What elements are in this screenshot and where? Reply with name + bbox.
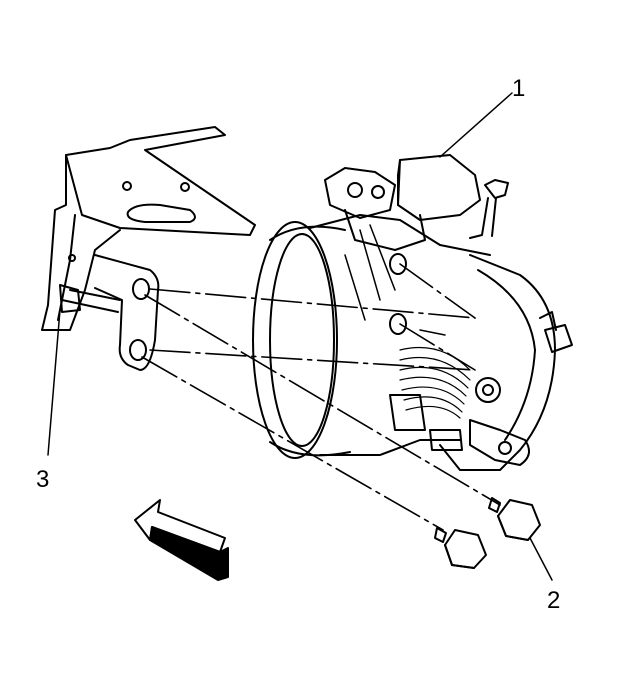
- connector-pin-2: [371, 185, 385, 199]
- align-line-bolt-left: [141, 356, 444, 531]
- sensor-housing-face: [397, 159, 401, 206]
- bolt-left: [434, 527, 487, 569]
- align-line-upper-b: [399, 263, 476, 319]
- bracket: [41, 126, 256, 371]
- callout-1-label: 1: [512, 75, 525, 102]
- flange-inner: [477, 269, 536, 441]
- bolt-left-flange: [444, 544, 475, 569]
- bracket-vertical-leg: [41, 154, 121, 331]
- lever-hole: [498, 441, 512, 455]
- leader-3: [47, 309, 61, 456]
- body-flange: [439, 254, 556, 471]
- bracket-hole-lower: [129, 339, 147, 361]
- sensor-connector: [324, 167, 396, 219]
- leader-1: [439, 92, 513, 158]
- bracket-foot-plate: [94, 254, 160, 371]
- align-line-lower-a: [149, 349, 476, 371]
- bracket-slot: [126, 203, 196, 223]
- vacuum-nipple: [469, 179, 509, 239]
- body-hole-middle: [389, 313, 407, 335]
- bracket-tab: [59, 284, 81, 313]
- body-hole-upper: [389, 253, 407, 275]
- connector-pin: [347, 182, 363, 198]
- throttle-shaft-center: [482, 384, 494, 396]
- inlet-ring-inner: [269, 233, 335, 447]
- alignment-lines: [141, 263, 501, 531]
- sensor-housing: [397, 154, 481, 221]
- bolt-right: [488, 497, 541, 541]
- leader-2: [529, 537, 553, 581]
- bolt-right-flange: [497, 515, 529, 541]
- align-line-bolt-right: [144, 294, 501, 506]
- body-bottom-contour: [319, 439, 461, 456]
- throttle-shaft-hub: [475, 377, 501, 403]
- top-sensor-assembly: [324, 154, 509, 251]
- leader-lines: [47, 92, 553, 581]
- inlet-ring-outer: [252, 221, 338, 459]
- adjust-screw: [539, 311, 573, 353]
- body-detail-lines: [344, 224, 446, 336]
- align-line-lower-b: [399, 323, 476, 371]
- bracket-rivet-2: [180, 182, 190, 192]
- bracket-top-arm: [65, 126, 256, 236]
- bracket-hole-upper: [132, 278, 150, 300]
- direction-arrow: [134, 499, 229, 581]
- throttle-lever: [469, 419, 530, 466]
- lower-boss: [389, 394, 463, 451]
- arrow-shadow: [149, 526, 229, 581]
- bracket-lower-strap: [61, 289, 121, 313]
- bolt-left-shank: [434, 527, 447, 543]
- bolt-right-shank: [488, 497, 501, 513]
- body-mount-holes: [389, 253, 407, 335]
- bore-ribs: [399, 346, 471, 419]
- callout-3-label: 3: [36, 466, 49, 493]
- body-top-contour: [309, 214, 491, 256]
- align-line-upper-a: [149, 288, 476, 319]
- throttle-body: [252, 214, 573, 471]
- bracket-rivet-1: [122, 181, 132, 191]
- callout-2-label: 2: [547, 587, 560, 614]
- connector-body: [344, 209, 426, 251]
- inlet-ring-rim: [269, 225, 351, 457]
- bracket-small-hole: [68, 254, 76, 262]
